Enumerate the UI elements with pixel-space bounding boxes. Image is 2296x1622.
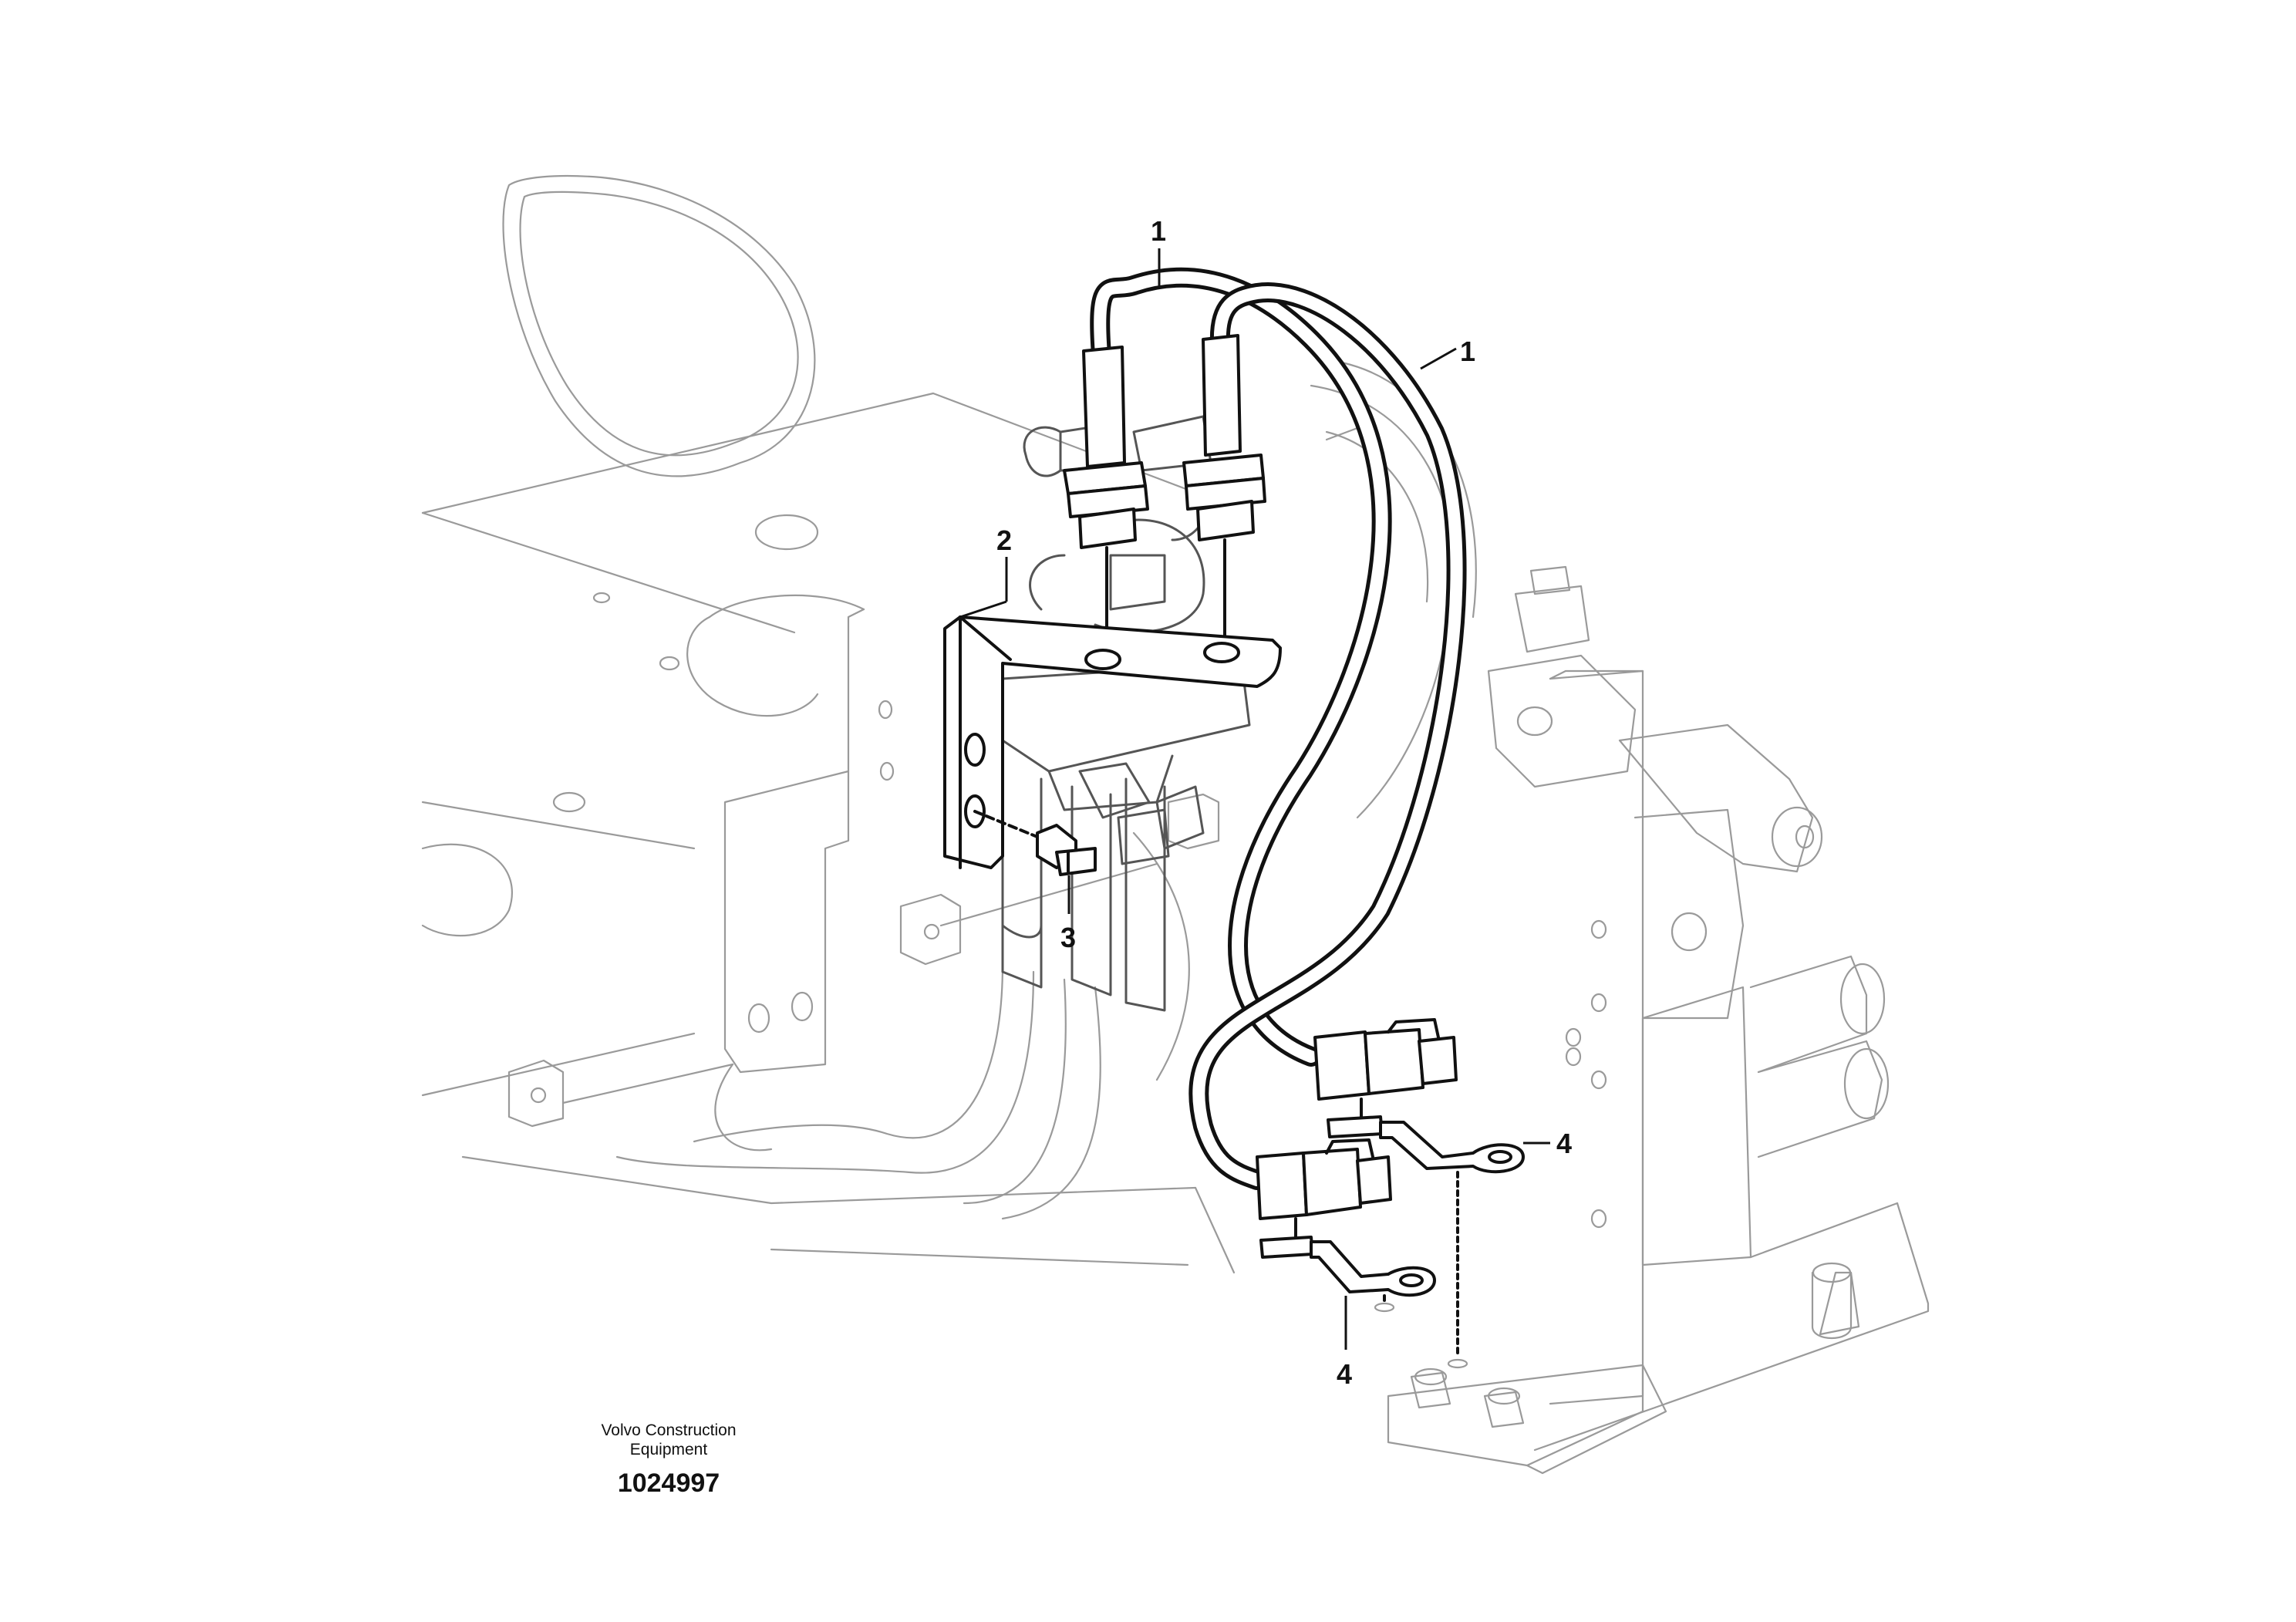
callout-1-right: 1: [1460, 336, 1475, 367]
machine-frame: [421, 174, 1930, 1475]
callout-2: 2: [996, 524, 1012, 556]
manufacturer-credit: Volvo Construction Equipment 1024997: [541, 1421, 796, 1499]
callout-1-top: 1: [1151, 215, 1166, 247]
illustration-number: 1024997: [617, 1469, 720, 1498]
callout-3: 3: [1060, 922, 1076, 953]
credit-line-1: Volvo Construction: [601, 1421, 737, 1439]
callout-4-right: 4: [1556, 1128, 1572, 1159]
mounting-screw: [973, 810, 1097, 876]
sensor-cable-assembly: [1063, 267, 1467, 1243]
credit-line-2: Equipment: [629, 1441, 708, 1458]
sensor-bracket: [943, 615, 1282, 869]
ground-cable-bottom: [1259, 1236, 1436, 1313]
callout-leaders: [959, 248, 1550, 1350]
callout-4-bottom: 4: [1337, 1358, 1352, 1390]
ground-cable-right: [1327, 1115, 1525, 1369]
